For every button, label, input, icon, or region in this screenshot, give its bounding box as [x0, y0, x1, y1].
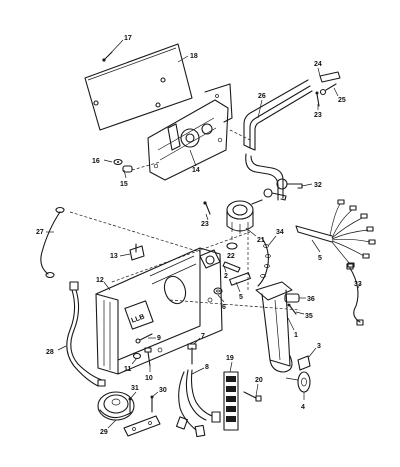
callout-17: 17 [124, 35, 132, 42]
ignition-switch-21 [226, 199, 263, 234]
clip-24 [319, 71, 341, 83]
screw-30 [150, 395, 154, 413]
screw-35 [287, 303, 297, 315]
terminal-block-19 [223, 371, 239, 431]
key-32 [263, 178, 303, 201]
washer-6 [213, 287, 223, 295]
screw-20 [243, 391, 262, 402]
callout-15: 15 [120, 181, 128, 188]
callout-7: 7 [201, 333, 205, 340]
callout-5-harness: 5 [318, 255, 322, 262]
callout-35: 35 [305, 313, 313, 320]
callout-34: 34 [276, 229, 284, 236]
callout-32: 32 [314, 182, 322, 189]
clip-13 [129, 243, 145, 261]
callout-24: 24 [314, 61, 322, 68]
lanyard-34 [257, 237, 271, 287]
lead-27 [40, 206, 65, 279]
callout-33: 33 [354, 281, 362, 288]
callout-23-mid: 23 [201, 221, 209, 228]
pin-5 [229, 272, 251, 286]
bracket-29 [123, 415, 161, 437]
callout-2: 2 [224, 273, 228, 280]
callout-22: 22 [227, 253, 235, 260]
callout-23-top: 23 [314, 112, 322, 119]
harness-8 [175, 369, 221, 438]
hub-4 [285, 371, 311, 393]
callout-27: 27 [36, 229, 44, 236]
callout-6: 6 [222, 304, 226, 311]
callout-13: 13 [110, 253, 118, 260]
callout-1: 1 [294, 332, 298, 339]
callout-14: 14 [192, 167, 200, 174]
spacer-3 [297, 355, 311, 371]
control-housing-12: LLB [95, 247, 223, 375]
callout-18: 18 [190, 53, 198, 60]
callout-20: 20 [255, 377, 263, 384]
callout-10: 10 [145, 375, 153, 382]
lead-33 [346, 263, 364, 326]
callout-29: 29 [100, 429, 108, 436]
callout-31: 31 [131, 385, 139, 392]
control-handle-1 [255, 281, 293, 373]
callout-30: 30 [159, 387, 167, 394]
callout-9: 9 [157, 335, 161, 342]
pin-25 [319, 83, 337, 96]
callout-16: 16 [92, 158, 100, 165]
shift-mechanism [147, 83, 233, 181]
callout-21: 21 [257, 237, 265, 244]
lead-28 [66, 281, 106, 387]
housing-logo: LLB [131, 313, 146, 324]
washer-11 [132, 352, 142, 360]
spring-2 [222, 261, 241, 273]
screw-23-mid [203, 201, 211, 215]
callout-28: 28 [46, 349, 54, 356]
screw-23-top [315, 91, 320, 107]
mounting-plate [84, 43, 193, 131]
pin-7 [187, 343, 197, 365]
nut-16 [113, 158, 123, 166]
callout-4: 4 [301, 404, 305, 411]
screw-31 [128, 397, 132, 413]
knob-neutral-switch [199, 249, 221, 269]
callout-36: 36 [307, 296, 315, 303]
callout-12: 12 [96, 277, 104, 284]
callout-11: 11 [124, 366, 132, 373]
bushing-15 [122, 165, 133, 173]
callout-26: 26 [258, 93, 266, 100]
callout-8: 8 [205, 364, 209, 371]
nut-22 [226, 236, 238, 250]
screw-9 [135, 333, 153, 344]
bolt-10 [144, 347, 152, 367]
callout-5-pin: 5 [239, 294, 243, 301]
callout-3: 3 [317, 343, 321, 350]
warning-horn-29 [97, 391, 135, 421]
wire-harness-5 [295, 199, 376, 268]
callout-19: 19 [226, 355, 234, 362]
callout-25: 25 [338, 97, 346, 104]
